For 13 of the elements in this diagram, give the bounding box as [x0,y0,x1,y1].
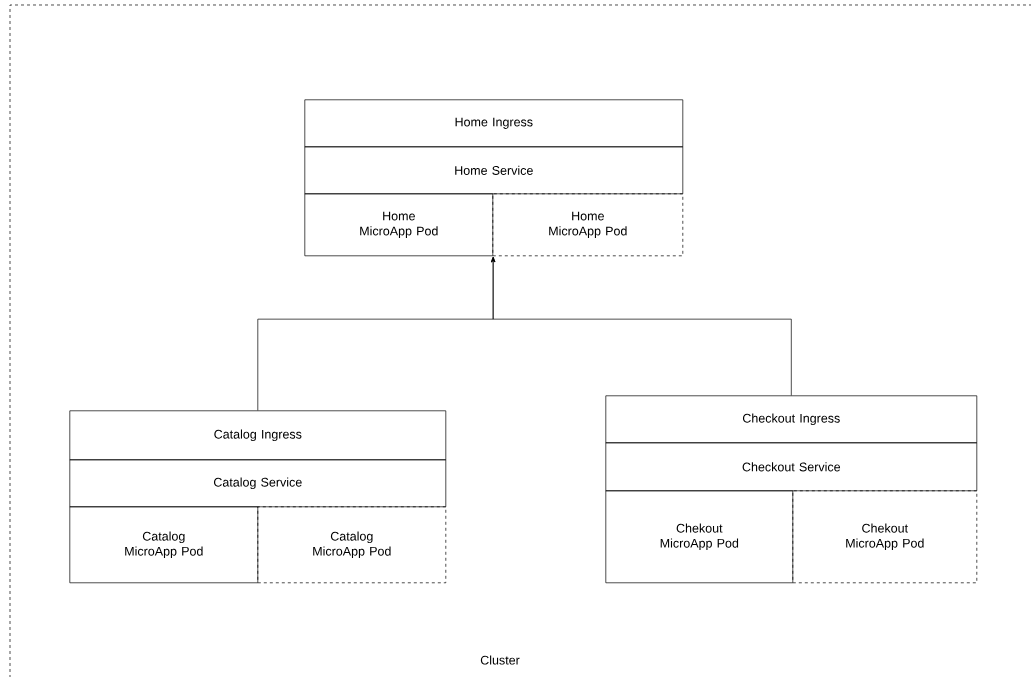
ingress-box: Home Ingress [304,99,684,148]
service-box: Checkout Service [605,442,978,492]
ingress-box: Checkout Ingress [605,395,978,444]
pod-box: Chekout MicroApp Pod [605,490,794,584]
pod-box: Home MicroApp Pod [492,193,684,257]
ingress-box: Catalog Ingress [69,410,447,461]
arrow [490,256,792,396]
pod-box: Catalog MicroApp Pod [69,506,259,584]
service-box: Home Service [304,146,684,195]
pod-box: Catalog MicroApp Pod [257,506,447,584]
pod-box: Home MicroApp Pod [304,193,494,257]
pod-box: Chekout MicroApp Pod [792,490,978,584]
service-box: Catalog Service [69,459,447,508]
